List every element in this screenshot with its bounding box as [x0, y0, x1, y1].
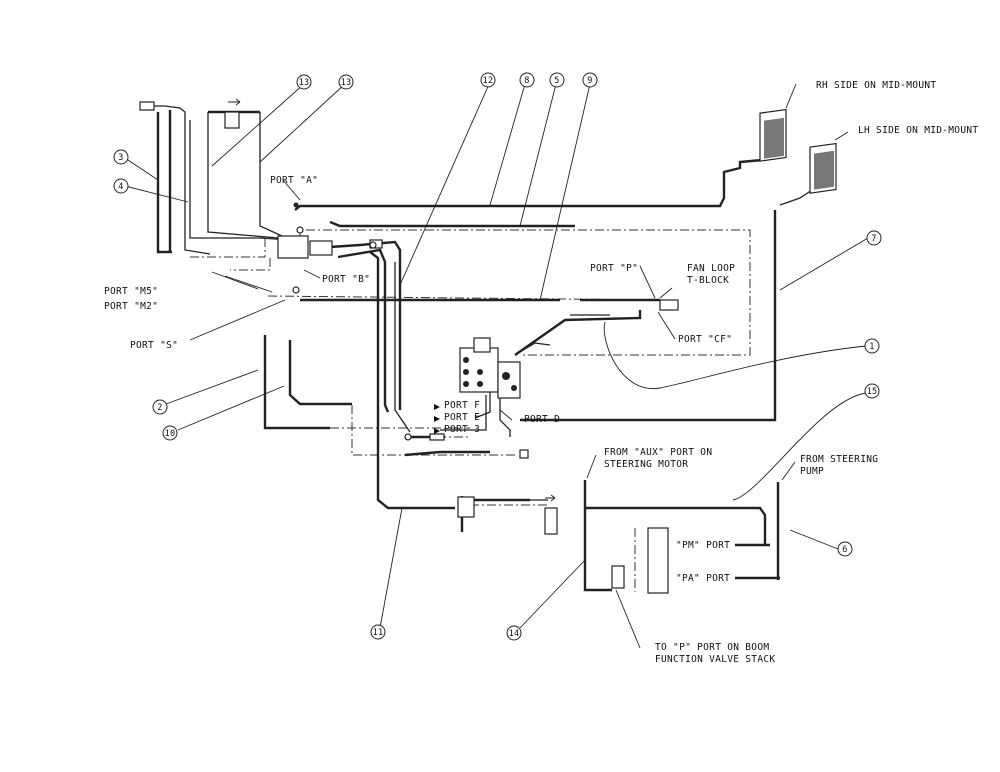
svg-text:6: 6 [842, 545, 847, 555]
hose-7 [520, 210, 777, 422]
balloon-8: 8 [519, 72, 535, 88]
hose-10 [288, 340, 352, 406]
label-port-s: PORT "S" [130, 340, 178, 351]
hose-1 [514, 310, 642, 356]
label-rh-side: RH SIDE ON MID-MOUNT [816, 80, 936, 91]
svg-text:13: 13 [341, 78, 352, 88]
balloon-7: 7 [866, 230, 882, 246]
label-aux-1: FROM "AUX" PORT ON [604, 447, 712, 458]
label-pm-port: "PM" PORT [676, 540, 730, 551]
balloon-14: 14 [506, 625, 522, 641]
balloon-6: 6 [837, 541, 853, 557]
label-port-3: PORT 3 [444, 424, 480, 435]
svg-text:14: 14 [509, 629, 520, 639]
label-boom-2: FUNCTION VALVE STACK [655, 654, 775, 665]
balloon-15: 15 [864, 383, 880, 399]
label-port-d: PORT D [524, 414, 560, 425]
balloon-1: 1 [864, 338, 880, 354]
label-port-f: PORT F [444, 400, 480, 411]
label-lh-side: LH SIDE ON MID-MOUNT [858, 125, 978, 136]
svg-text:12: 12 [483, 76, 494, 86]
hose-13b [259, 112, 283, 237]
hose-5 [329, 220, 575, 228]
hose-2 [263, 335, 330, 430]
label-aux-2: STEERING MOTOR [604, 459, 688, 470]
svg-text:10: 10 [165, 429, 176, 439]
svg-text:3: 3 [118, 153, 123, 163]
svg-text:8: 8 [524, 76, 529, 86]
lh-cooler [809, 142, 837, 194]
leader-lines [124, 81, 869, 649]
hose-14 [583, 480, 612, 592]
svg-text:9: 9 [587, 76, 592, 86]
balloon-5: 5 [549, 72, 565, 88]
label-port-e: PORT E [444, 412, 480, 423]
balloon-3: 3 [113, 149, 129, 165]
label-port-b: PORT "B" [322, 274, 370, 285]
manifold-block [440, 337, 521, 437]
balloon-4: 4 [113, 178, 129, 194]
balloon-10: 10 [162, 425, 178, 441]
label-steer-pump-1: FROM STEERING [800, 454, 878, 465]
label-boom-1: TO "P" PORT ON BOOM [655, 642, 769, 653]
hose-3 [156, 112, 172, 254]
label-port-p: PORT "P" [590, 263, 638, 274]
components [139, 101, 837, 594]
label-steer-pump-2: PUMP [800, 466, 824, 477]
svg-text:2: 2 [157, 403, 162, 413]
svg-text:11: 11 [373, 628, 384, 638]
hose-11 [369, 251, 455, 510]
hose-8 [294, 158, 763, 211]
svg-text:1: 1 [869, 342, 874, 352]
hose-15 [585, 506, 767, 545]
svg-text:13: 13 [299, 78, 310, 88]
balloon-11: 11 [370, 624, 386, 640]
label-fan-loop: FAN LOOP [687, 263, 735, 274]
hoses [145, 105, 813, 592]
hose-12 [394, 262, 411, 433]
svg-text:5: 5 [554, 76, 559, 86]
balloon-12: 12 [480, 72, 496, 88]
balloons: 3 4 13 13 12 8 5 9 7 1 15 6 2 10 11 14 [113, 72, 882, 641]
rh-cooler [759, 108, 787, 162]
balloon-2: 2 [152, 399, 168, 415]
balloon-13b: 13 [338, 74, 354, 90]
label-port-a: PORT "A" [270, 175, 318, 186]
balloon-9: 9 [582, 72, 598, 88]
balloon-13a: 13 [296, 74, 312, 90]
label-pa-port: "PA" PORT [676, 573, 730, 584]
valve-block [277, 235, 309, 259]
label-port-m5: PORT "M5" [104, 286, 158, 297]
text-labels: PORT "A" PORT "B" PORT "M5" PORT "M2" PO… [104, 80, 978, 665]
hose-13a [207, 112, 279, 239]
svg-text:15: 15 [867, 387, 878, 397]
label-port-cf: PORT "CF" [678, 334, 732, 345]
svg-text:4: 4 [118, 182, 123, 192]
svg-text:7: 7 [871, 234, 876, 244]
filter [544, 507, 558, 535]
label-t-block: T-BLOCK [687, 275, 729, 286]
label-port-m2: PORT "M2" [104, 301, 158, 312]
